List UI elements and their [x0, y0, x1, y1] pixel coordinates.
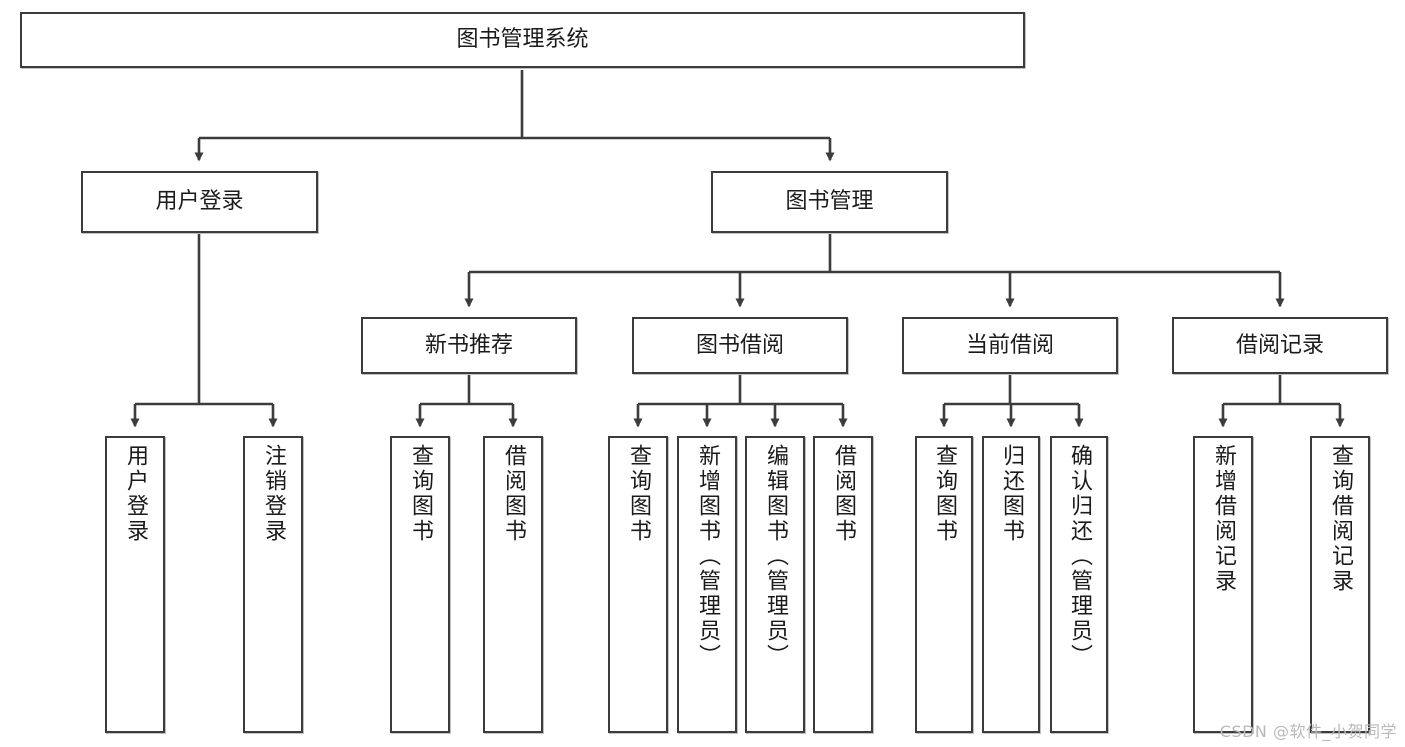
node-label: 新增图书（管理员） — [695, 444, 720, 669]
node-label: 编辑图书（管理员） — [763, 444, 788, 669]
node-borrow-record[interactable]: 借阅记录 — [1172, 317, 1388, 374]
node-label: 确认归还（管理员） — [1067, 444, 1092, 669]
node-book-borrow[interactable]: 图书借阅 — [632, 317, 848, 374]
node-label: 用户登录 — [123, 444, 148, 544]
node-book-management[interactable]: 图书管理 — [711, 171, 948, 233]
node-label: 查询借阅记录 — [1328, 444, 1353, 594]
node-label: 查询图书 — [932, 444, 957, 544]
node-label: 借阅记录 — [1235, 332, 1324, 358]
node-user-login[interactable]: 用户登录 — [81, 171, 318, 233]
node-label: 借阅图书 — [501, 444, 526, 544]
node-label: 借阅图书 — [831, 444, 856, 544]
node-label: 新增借阅记录 — [1211, 444, 1236, 594]
node-new-book-recommend[interactable]: 新书推荐 — [361, 317, 577, 374]
node-label: 图书管理 — [785, 189, 874, 215]
node-leaf-query-book-borrow[interactable]: 查询图书 — [608, 436, 668, 733]
node-label: 用户登录 — [155, 189, 244, 215]
node-leaf-add-borrow-record[interactable]: 新增借阅记录 — [1193, 436, 1253, 733]
node-label: 归还图书 — [999, 444, 1024, 544]
watermark-text: CSDN @软件_小贺同学 — [1219, 722, 1397, 741]
node-label: 查询图书 — [408, 444, 433, 544]
node-label: 注销登录 — [261, 444, 286, 544]
node-label: 当前借阅 — [965, 332, 1054, 358]
node-leaf-borrow-book-recommend[interactable]: 借阅图书 — [483, 436, 543, 733]
node-leaf-edit-book-admin[interactable]: 编辑图书（管理员） — [745, 436, 805, 733]
node-label: 图书借阅 — [695, 332, 784, 358]
node-leaf-add-book-admin[interactable]: 新增图书（管理员） — [677, 436, 737, 733]
node-leaf-logout[interactable]: 注销登录 — [243, 436, 303, 733]
node-label: 新书推荐 — [424, 332, 513, 358]
node-label: 图书管理系统 — [456, 27, 589, 53]
node-leaf-borrow-book[interactable]: 借阅图书 — [813, 436, 873, 733]
node-leaf-return-book[interactable]: 归还图书 — [982, 436, 1040, 733]
node-current-borrow[interactable]: 当前借阅 — [902, 317, 1118, 374]
node-leaf-query-book-recommend[interactable]: 查询图书 — [390, 436, 450, 733]
node-leaf-query-borrow-record[interactable]: 查询借阅记录 — [1310, 436, 1370, 733]
node-root-book-management-system[interactable]: 图书管理系统 — [20, 12, 1025, 68]
node-leaf-user-login[interactable]: 用户登录 — [105, 436, 165, 733]
node-leaf-query-book-current[interactable]: 查询图书 — [915, 436, 973, 733]
node-label: 查询图书 — [626, 444, 651, 544]
node-leaf-confirm-return-admin[interactable]: 确认归还（管理员） — [1050, 436, 1108, 733]
